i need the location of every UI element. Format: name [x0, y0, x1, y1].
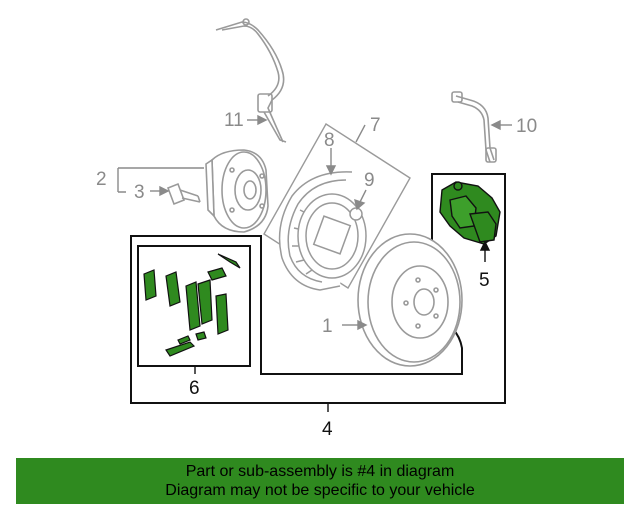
- backing-plate-group-outline: [263, 123, 411, 289]
- brake-rotor: [357, 233, 463, 367]
- banner-line-2: Diagram may not be specific to your vehi…: [165, 482, 475, 499]
- callout-8: 8: [324, 130, 335, 151]
- info-banner: Part or sub-assembly is #4 in diagram Di…: [16, 458, 624, 504]
- hub-bolt: [166, 182, 201, 206]
- callout-3: 3: [134, 182, 145, 203]
- callout-10: 10: [516, 116, 537, 137]
- parking-brake-shoe: [297, 193, 367, 279]
- leader-lines: [117, 114, 512, 331]
- callout-7: 7: [370, 115, 381, 136]
- callout-5: 5: [479, 270, 490, 291]
- wheel-speed-sensor: [215, 18, 287, 143]
- parts-diagram: 1 2 3 7 8 9 10 11 4 5 6: [96, 18, 537, 440]
- callout-2: 2: [96, 169, 107, 190]
- banner-line-1: Part or sub-assembly is #4 in diagram: [185, 463, 455, 480]
- callout-1: 1: [322, 316, 333, 337]
- assembly-leaders: [194, 240, 491, 412]
- callout-11: 11: [224, 110, 244, 131]
- brake-pads: [143, 253, 241, 357]
- callout-6: 6: [189, 378, 200, 399]
- callout-4: 4: [322, 419, 333, 440]
- brake-caliper: [439, 181, 501, 245]
- sub-box-6-outline: [137, 245, 251, 367]
- callout-9: 9: [364, 170, 375, 191]
- brake-hose: [451, 91, 497, 163]
- hub-bearing: [205, 149, 269, 233]
